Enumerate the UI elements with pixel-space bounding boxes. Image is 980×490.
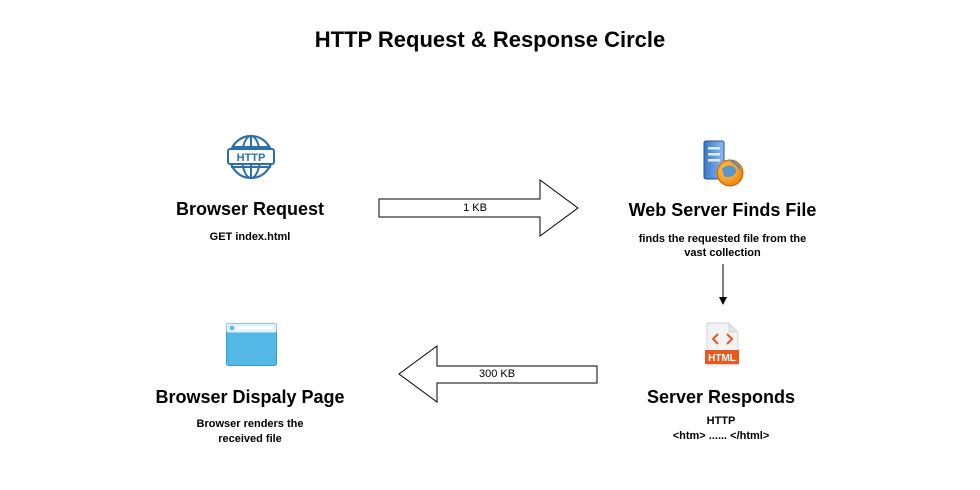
html-file-icon: HTML — [705, 322, 739, 366]
browser-window-icon — [226, 323, 277, 366]
browser-display-subtitle-line1: Browser renders the — [196, 418, 304, 430]
request-arrow-label: 1 KB — [463, 202, 487, 214]
diagram-title: HTTP Request & Response Circle — [314, 27, 666, 52]
html-icon-text: HTML — [708, 353, 736, 364]
web-server-title: Web Server Finds File — [628, 200, 817, 220]
browser-display-title: Browser Dispaly Page — [155, 387, 345, 407]
response-arrow-label: 300 KB — [478, 368, 516, 380]
server-responds-subtitle-line1: HTTP — [706, 415, 736, 427]
http-badge-text: HTTP — [237, 152, 266, 164]
http-globe-icon: HTTP — [227, 134, 275, 180]
web-server-subtitle-line2: vast collection — [684, 247, 761, 259]
server-responds-title: Server Responds — [646, 387, 796, 407]
request-arrow — [378, 179, 579, 237]
find-arrow-head — [719, 297, 727, 305]
browser-request-title: Browser Request — [175, 199, 325, 219]
browser-request-subtitle: GET index.html — [209, 231, 291, 243]
response-arrow — [398, 345, 598, 403]
web-server-subtitle-line1: finds the requested file from the — [638, 233, 807, 245]
server-responds-subtitle-line2: <htm> ...... </html> — [672, 430, 770, 442]
browser-display-subtitle-line2: received file — [218, 433, 282, 445]
server-globe-icon — [703, 140, 744, 187]
